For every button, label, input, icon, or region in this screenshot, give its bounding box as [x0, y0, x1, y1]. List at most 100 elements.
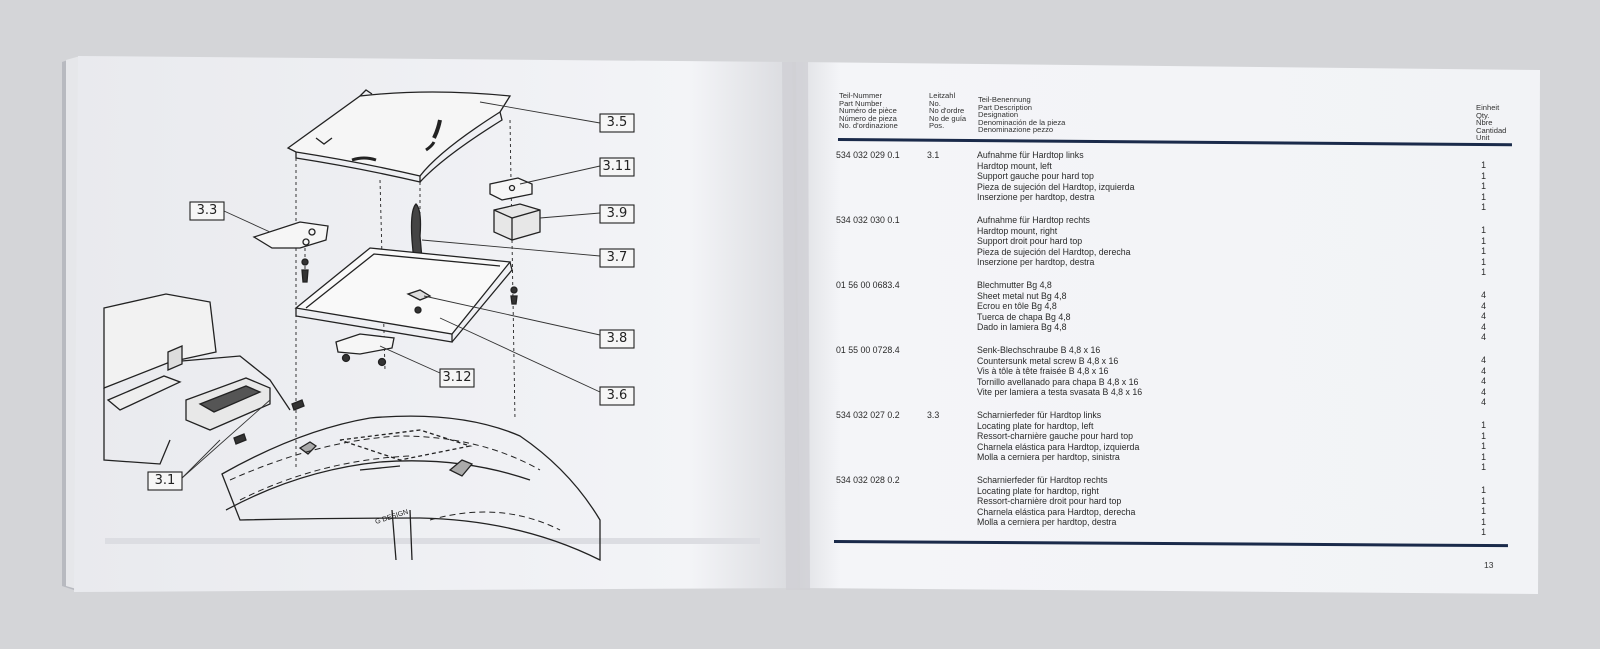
- quantity-value: 4: [1481, 376, 1486, 387]
- header-leitzahl: Leitzahl No. No d'ordre No de guía Pos.: [929, 92, 966, 130]
- quantity-value: 4: [1481, 355, 1486, 365]
- header-line: Teil-Nummer: [839, 91, 883, 100]
- quantity-value: 1: [1481, 256, 1486, 267]
- description-line: Locating plate for hardtop, left: [977, 420, 1094, 431]
- description-line: Aufnahme für Hardtop rechts: [977, 215, 1090, 225]
- quantity-value: 1: [1481, 462, 1486, 473]
- quantity-value: 1: [1481, 191, 1486, 202]
- description-line: Charnela elástica para Hardtop, izquierd…: [977, 441, 1140, 452]
- description-line: Inserzione per hardtop, destra: [977, 192, 1095, 203]
- leitzahl: 3.1: [927, 150, 940, 160]
- quantity-value: 4: [1481, 332, 1486, 343]
- description-line: Scharnierfeder für Hardtop rechts: [977, 475, 1108, 485]
- header-line: Denominación de la pieza: [978, 117, 1066, 127]
- callout-3-11: 3.11: [602, 159, 632, 174]
- header-line: Qty.: [1476, 110, 1490, 120]
- quantity-value: 4: [1481, 290, 1486, 300]
- quantity-value: 1: [1481, 160, 1486, 170]
- description-line: Senk-Blechschraube B 4,8 x 16: [977, 345, 1101, 355]
- quantity-value: 1: [1481, 267, 1486, 278]
- header-line: Cantidad: [1476, 125, 1507, 135]
- description-line: Support droit pour hard top: [977, 236, 1083, 247]
- description-line: Pieza de sujeción del Hardtop, izquierda: [977, 181, 1135, 192]
- description-line: Ressort-charnière droit pour hard top: [977, 496, 1122, 507]
- part-number: 534 032 030 0.1: [836, 215, 900, 225]
- header-line: Denominazione pezzo: [978, 125, 1054, 135]
- header-line: Leitzahl: [929, 91, 956, 100]
- leitzahl: 3.3: [927, 410, 940, 420]
- header-part-number: Teil-Nummer Part Number Numéro de pièce …: [839, 92, 898, 130]
- part-number: 534 032 028 0.2: [836, 475, 900, 485]
- quantity-value: 1: [1481, 430, 1486, 441]
- quantity-value: 4: [1481, 311, 1486, 322]
- description-line: Countersunk metal screw B 4,8 x 16: [977, 355, 1119, 366]
- header-description: Teil-Benennung Part Description Designat…: [978, 96, 1065, 134]
- description-line: Scharnierfeder für Hardtop links: [977, 410, 1102, 420]
- quantity-value: 1: [1481, 246, 1486, 257]
- quantity-value: 1: [1481, 420, 1486, 430]
- quantity-value: 1: [1481, 495, 1486, 506]
- quantity-value: 4: [1481, 321, 1486, 332]
- description-line: Molla a cerniera per hardtop, destra: [977, 517, 1117, 528]
- part-number: 534 032 029 0.1: [836, 150, 900, 160]
- part-number: 01 55 00 0728.4: [836, 345, 900, 355]
- header-line: Nbre: [1476, 118, 1493, 128]
- quantity-value: 1: [1481, 170, 1486, 181]
- description-line: Vite per lamiera a testa svasata B 4,8 x…: [977, 387, 1143, 398]
- callout-3-6: 3.6: [606, 388, 628, 403]
- header-line: Part Description: [978, 102, 1033, 112]
- description-line: Charnela elástica para Hardtop, derecha: [977, 506, 1136, 517]
- quantity-value: 4: [1481, 365, 1486, 376]
- quantity-value: 1: [1481, 181, 1486, 192]
- description-line: Locating plate for hardtop, right: [977, 485, 1099, 496]
- quantity-value: 1: [1481, 235, 1486, 246]
- header-line: Teil-Benennung: [978, 95, 1031, 104]
- part-number: 01 56 00 0683.4: [836, 280, 900, 290]
- callout-3-5: 3.5: [606, 115, 628, 130]
- header-line: No d'ordre: [929, 106, 965, 116]
- description-line: Tuerca de chapa Bg 4,8: [977, 311, 1071, 322]
- quantity-value: 1: [1481, 506, 1486, 517]
- header-line: Designation: [978, 110, 1019, 120]
- description-line: Vis à tôle à tête fraisée B 4,8 x 16: [977, 366, 1109, 377]
- callout-3-5-box: [599, 113, 635, 133]
- description-line: Pieza de sujeción del Hardtop, derecha: [977, 246, 1131, 257]
- description-line: Inserzione per hardtop, destra: [977, 257, 1095, 268]
- header-line: No de guía: [929, 113, 967, 123]
- description-line: Support gauche pour hard top: [977, 171, 1094, 182]
- description-line: Blechmutter Bg 4,8: [977, 280, 1052, 290]
- quantity-value: 1: [1481, 516, 1486, 527]
- callout-3-12: 3.12: [442, 370, 472, 385]
- description-line: Ressort-charnière gauche pour hard top: [977, 431, 1133, 442]
- description-line: Aufnahme für Hardtop links: [977, 150, 1084, 160]
- description-line: Tornillo avellanado para chapa B 4,8 x 1…: [977, 376, 1139, 387]
- header-line: Unit: [1476, 133, 1490, 143]
- quantity-value: 4: [1481, 300, 1486, 311]
- quantity-value: 4: [1481, 397, 1486, 408]
- quantity-value: 1: [1481, 202, 1486, 213]
- quantity-value: 1: [1481, 527, 1486, 538]
- description-line: Hardtop mount, left: [977, 160, 1052, 171]
- header-line: No.: [929, 98, 941, 108]
- description-line: Molla a cerniera per hardtop, sinistra: [977, 452, 1120, 463]
- header-line: No. d'ordinazione: [839, 121, 898, 131]
- description-line: Dado in lamiera Bg 4,8: [977, 322, 1067, 333]
- header-line: Pos.: [929, 121, 945, 131]
- header-line: Numéro de pièce: [839, 106, 897, 116]
- page-number: 13: [1484, 560, 1494, 570]
- callout-3-3: 3.3: [196, 203, 218, 218]
- header-line: Part Number: [839, 98, 883, 108]
- callout-3-1: 3.1: [154, 473, 176, 488]
